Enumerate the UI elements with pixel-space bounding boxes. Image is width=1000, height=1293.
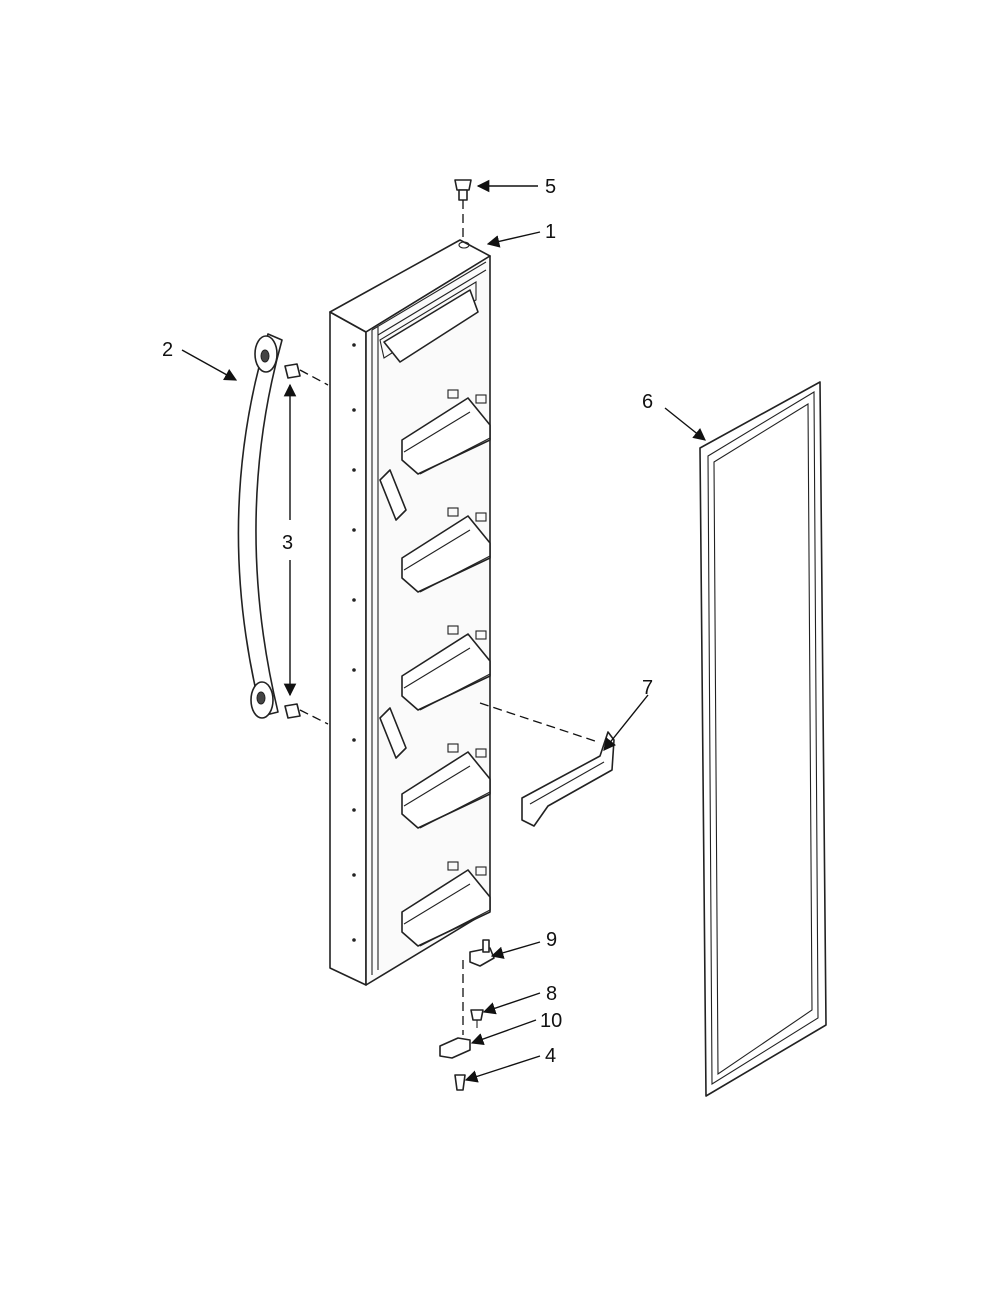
callout-6: 6 xyxy=(642,391,653,413)
callout-3: 3 xyxy=(282,532,293,554)
door-handle xyxy=(237,333,283,719)
callout-9: 9 xyxy=(546,929,557,951)
door-edge-dots xyxy=(352,343,356,942)
door-shelves xyxy=(379,389,491,947)
callout-8: 8 xyxy=(546,983,557,1005)
callout-10: 10 xyxy=(540,1010,562,1032)
door-bin xyxy=(479,702,615,827)
callout-7: 7 xyxy=(642,677,653,699)
door-gasket xyxy=(699,381,827,1097)
top-hinge-screw xyxy=(454,179,472,240)
callout-1: 1 xyxy=(545,221,556,243)
callout-5: 5 xyxy=(545,176,556,198)
callout-2: 2 xyxy=(162,339,173,361)
callout-4: 4 xyxy=(545,1045,556,1067)
handle-screws xyxy=(284,363,329,725)
callout-labels: 1 2 3 4 5 6 7 8 9 10 xyxy=(162,176,653,1067)
lower-hinge-parts xyxy=(439,939,495,1091)
leader-lines xyxy=(181,179,706,1083)
